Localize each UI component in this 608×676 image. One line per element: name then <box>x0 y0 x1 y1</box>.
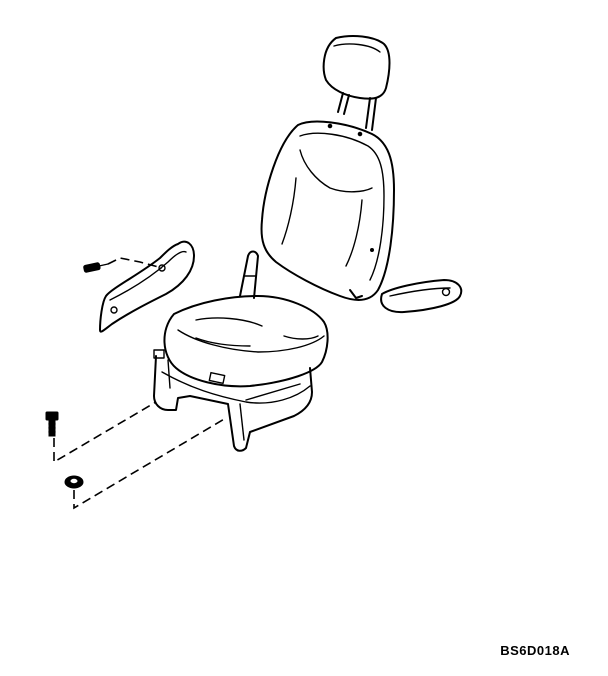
side-cover <box>99 240 195 333</box>
bolt-guide-line <box>53 401 157 464</box>
screw-guide-line <box>107 257 163 269</box>
seat-cushion <box>163 250 329 388</box>
armrest <box>380 279 463 314</box>
bolt-icon <box>45 411 59 437</box>
headrest <box>322 35 391 131</box>
washer-icon <box>64 475 84 489</box>
seat-base <box>153 349 313 452</box>
washer-guide-line <box>73 417 227 510</box>
screw-icon <box>83 262 109 273</box>
figure-code: BS6D018A <box>500 643 570 658</box>
seat-back <box>260 120 395 301</box>
